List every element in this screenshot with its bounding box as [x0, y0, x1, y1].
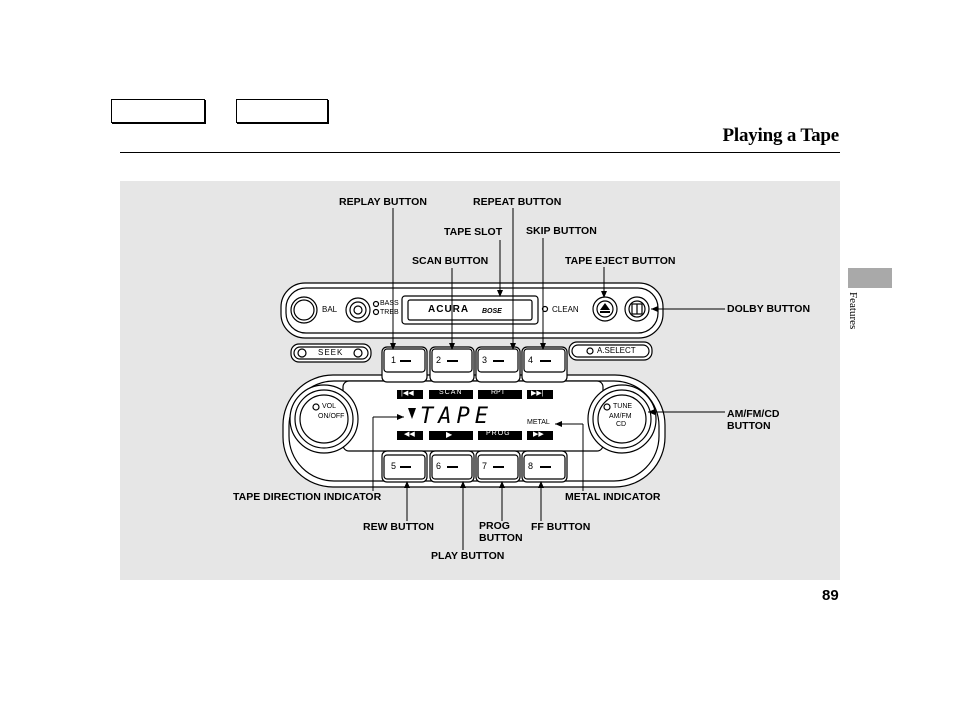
callout-tape-direction-indicator: TAPE DIRECTION INDICATOR: [233, 491, 382, 503]
callout-ff-button: FF BUTTON: [531, 521, 591, 533]
nav-button-1[interactable]: [111, 99, 205, 123]
callout-scan-button: SCAN BUTTON: [412, 255, 489, 267]
section-tab[interactable]: [848, 268, 892, 288]
callout-replay-button: REPLAY BUTTON: [339, 196, 427, 208]
callout-prog-button: PROG BUTTON: [479, 520, 523, 544]
callout-skip-button: SKIP BUTTON: [526, 225, 597, 237]
section-tab-label-wrap: Features: [845, 292, 865, 352]
callout-tape-eject-button: TAPE EJECT BUTTON: [565, 255, 676, 267]
callout-metal-indicator: METAL INDICATOR: [565, 491, 661, 503]
callout-tape-slot: TAPE SLOT: [444, 226, 503, 238]
title-divider: [120, 152, 840, 153]
callout-am-fm-cd-button: AM/FM/CD BUTTON: [727, 408, 780, 432]
callout-rew-button: REW BUTTON: [363, 521, 434, 533]
callout-dolby-button: DOLBY BUTTON: [727, 303, 811, 315]
page-number: 89: [822, 587, 839, 604]
callout-play-button: PLAY BUTTON: [431, 550, 505, 562]
section-tab-label: Features: [847, 292, 859, 330]
callout-repeat-button: REPEAT BUTTON: [473, 196, 562, 208]
page-title: Playing a Tape: [722, 125, 839, 146]
nav-button-2[interactable]: [236, 99, 328, 123]
